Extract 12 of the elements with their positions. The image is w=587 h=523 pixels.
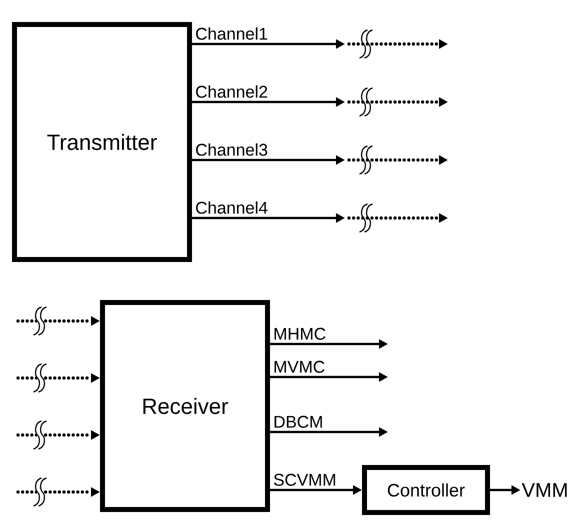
edge-label: MVMC (272, 360, 326, 374)
edge-label: Channel3 (194, 142, 269, 157)
transmitter-box: Transmitter (12, 22, 192, 262)
edge-label: Channel4 (194, 200, 269, 215)
edge-label: MHMC (272, 326, 328, 341)
output-label: VMM (522, 483, 567, 497)
receiver-box: Receiver (100, 300, 270, 512)
edge-label: DBCM (272, 414, 324, 429)
edge-label: Channel2 (194, 84, 269, 99)
edge-label: SCVMM (272, 472, 338, 487)
edge-label: Channel1 (194, 26, 269, 41)
controller-box: Controller (362, 465, 490, 515)
